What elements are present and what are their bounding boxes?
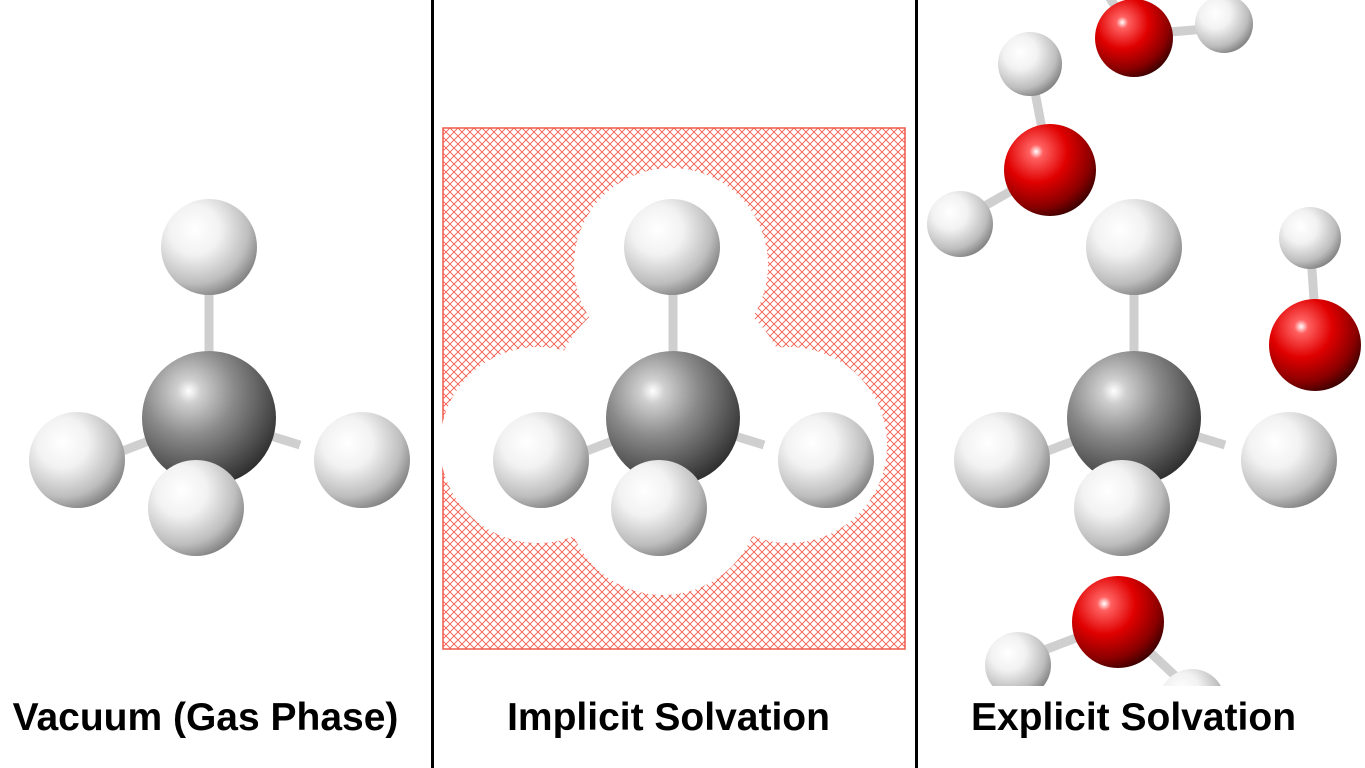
water-molecule-bottom [985, 576, 1221, 686]
panel-divider-right [915, 0, 918, 768]
water-molecule-top [1095, 0, 1253, 77]
oxygen-atom [1004, 124, 1096, 216]
carbon-atom [1067, 351, 1201, 485]
caption-implicit: Implicit Solvation [507, 696, 830, 739]
panel-vacuum: Vacuum (Gas Phase) [0, 0, 431, 768]
hydrogen-atom-right [778, 412, 874, 508]
methane [954, 199, 1337, 556]
carbon-atom [142, 351, 276, 485]
hydrogen-atom [1195, 0, 1253, 53]
hydrogen-atom-top [1086, 199, 1182, 295]
hydrogen-atom-front [148, 460, 244, 556]
caption-explicit: Explicit Solvation [970, 696, 1297, 739]
methane-molecule-vacuum [29, 199, 410, 556]
hydrogen-atom-right [1241, 412, 1337, 508]
methane-molecule-implicit [440, 127, 906, 650]
hydrogen-atom-top [161, 199, 257, 295]
water-molecule-upper-left [927, 32, 1096, 257]
water-molecule-right [1269, 207, 1361, 391]
oxygen-atom [1095, 0, 1173, 77]
hydrogen-atom [927, 191, 993, 257]
hydrogen-atom-left [954, 412, 1050, 508]
methane-molecule-explicit [927, 0, 1361, 686]
carbon-atom [606, 351, 740, 485]
oxygen-atom [1269, 299, 1361, 391]
hydrogen-atom-right [314, 412, 410, 508]
caption-vacuum: Vacuum (Gas Phase) [12, 696, 399, 739]
hydrogen-atom [998, 32, 1062, 96]
hydrogen-atom [1163, 669, 1221, 686]
oxygen-atom [1072, 576, 1164, 668]
hydrogen-atom [1279, 207, 1341, 269]
hydrogen-atom [985, 632, 1051, 686]
hydrogen-atom-left [493, 412, 589, 508]
panel-explicit: Explicit Solvation [918, 0, 1365, 768]
hydrogen-atom-front [1074, 460, 1170, 556]
hydrogen-atom-left [29, 412, 125, 508]
panel-implicit: Implicit Solvation [434, 0, 915, 768]
hydrogen-atom-top [624, 199, 720, 295]
hydrogen-atom-front [611, 460, 707, 556]
panel-divider-left [431, 0, 434, 768]
